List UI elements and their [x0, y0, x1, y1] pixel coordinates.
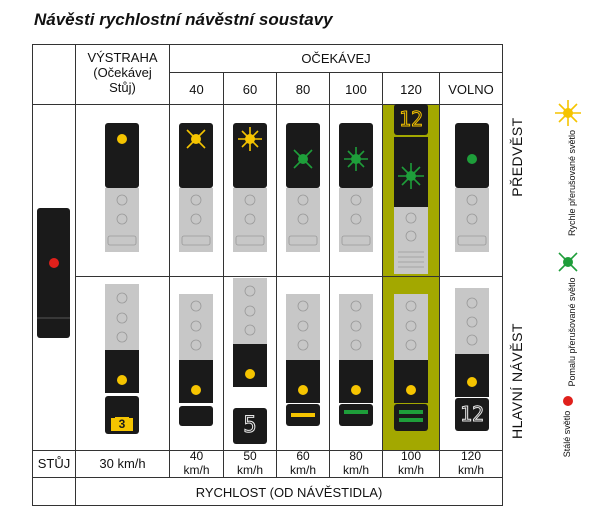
speed-label-40: 40 km/h [170, 449, 223, 477]
page-title: Návěsti rychlostní návěstní soustavy [34, 10, 333, 29]
speed-value: 80 [349, 449, 363, 463]
distant-warning-signal [105, 123, 139, 252]
yellow-light [406, 385, 416, 395]
speed-value: 100 [400, 449, 422, 463]
speed-value: 60 [296, 449, 310, 463]
yellow-light [298, 385, 308, 395]
yellow-light [245, 369, 255, 379]
yellow-light [117, 375, 127, 385]
speed-unit: km/h [236, 463, 263, 477]
green-bar [399, 418, 423, 422]
speed-value: 120 [460, 449, 482, 463]
main-120-signal [455, 288, 489, 431]
green-light [467, 154, 477, 164]
distant-clear-signal [455, 123, 489, 252]
header-warning-line3: Stůj) [109, 80, 136, 95]
speed-label-120: 120 km/h [440, 449, 502, 477]
warning-speed-label: 30 km/h [99, 456, 146, 471]
speed-unit: km/h [342, 463, 369, 477]
distant-80-signal [286, 123, 320, 252]
speed-unit: km/h [183, 463, 210, 477]
stop-label: STŮJ [37, 456, 71, 471]
yellow-light [117, 134, 127, 144]
green-bar [399, 410, 423, 414]
legend-steady-icon [563, 396, 573, 406]
distant-signal-label: PŘEDVĚST [509, 117, 525, 197]
distant-100-signal [339, 123, 373, 252]
main-warning-signal [105, 284, 139, 434]
main-signal-label: HLAVNÍ NÁVĚST [509, 323, 525, 439]
red-light [49, 258, 59, 268]
legend-slow-flash-icon [558, 252, 578, 272]
yellow-light [191, 385, 201, 395]
speed-unit: km/h [289, 463, 316, 477]
indicator-12-main: 12 [459, 402, 485, 427]
header-speed-40: 40 [189, 82, 204, 97]
indicator-5: 5 [243, 413, 257, 439]
header-speed-80: 80 [295, 82, 311, 97]
header-speed-60: 60 [242, 82, 258, 97]
speed-unit: km/h [397, 463, 424, 477]
yellow-bar [291, 413, 315, 417]
distant-40-signal [179, 123, 213, 252]
main-60-signal [286, 294, 320, 426]
speed-value: 40 [189, 449, 204, 463]
speed-unit: km/h [457, 463, 484, 477]
header-speed-100: 100 [345, 82, 367, 97]
yellow-light [351, 385, 361, 395]
table-grid [32, 44, 503, 506]
main-40-signal [179, 294, 213, 426]
speed-label-60: 60 km/h [277, 449, 329, 477]
header-warning: VÝSTRAHA (Očekávej Stůj) [76, 50, 169, 95]
header-clear: VOLNO [448, 82, 494, 97]
header-speed-120: 120 [400, 82, 422, 97]
legend-slow-flash-text: Pomalu přerušované světlo [567, 277, 577, 387]
main-100-signal [394, 294, 428, 431]
speed-label-80: 80 km/h [330, 449, 382, 477]
legend-fast-flash-icon [555, 100, 581, 126]
footer-label: RYCHLOST (OD NÁVĚSTIDLA) [195, 485, 383, 500]
main-50-signal [233, 278, 267, 444]
header-warning-line2: (Očekávej [93, 65, 152, 80]
speed-label-100: 100 km/h [383, 449, 439, 477]
legend-fast-flash-text: Rychle přerušované světlo [567, 129, 577, 237]
speed-label-50: 50 km/h [224, 449, 276, 477]
distant-60-signal [233, 123, 267, 252]
header-warning-line1: VÝSTRAHA [87, 50, 158, 65]
header-expect: OČEKÁVEJ [301, 51, 371, 66]
legend-steady-text: Stálé světlo [562, 410, 572, 458]
speed-value: 50 [243, 449, 257, 463]
distant-120-signal [394, 104, 428, 274]
green-bar [344, 410, 368, 414]
yellow-light [467, 377, 477, 387]
stop-signal [37, 208, 70, 338]
indicator-12-distant: 12 [398, 107, 424, 132]
main-80-signal [339, 294, 373, 426]
indicator-3: 3 [115, 417, 129, 431]
